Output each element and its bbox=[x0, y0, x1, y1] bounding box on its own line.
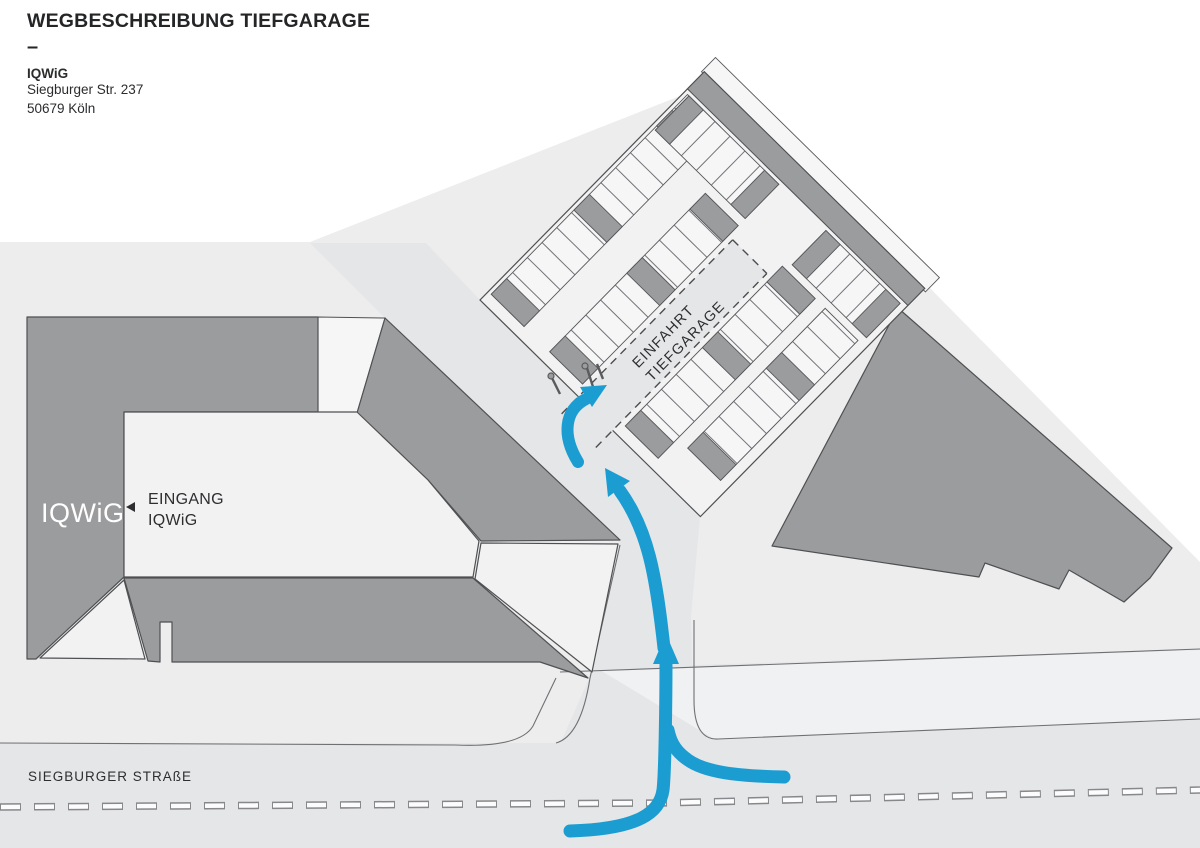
street-label: SIEGBURGER STRAßE bbox=[28, 769, 192, 784]
org-name: IQWiG bbox=[27, 66, 69, 81]
stall-row bbox=[549, 192, 739, 385]
ramp-dashed-end bbox=[732, 239, 768, 274]
parking-lot: EINFAHRT TIEFGARAGE bbox=[479, 56, 941, 518]
address-city: 50679 Köln bbox=[27, 100, 96, 116]
route-arrowhead bbox=[580, 385, 607, 407]
street-top-line bbox=[0, 677, 557, 746]
building-road-wedge bbox=[356, 317, 621, 542]
address-street: Siegburger Str. 237 bbox=[27, 82, 144, 97]
entrance-label: EINGANG IQWiG bbox=[148, 491, 224, 529]
stall-row bbox=[687, 307, 859, 481]
ramp-dashed-edge bbox=[561, 239, 734, 415]
courtyard-corner-triangle bbox=[39, 579, 146, 660]
junction-pocket bbox=[474, 542, 619, 673]
route-arrowhead bbox=[605, 468, 630, 497]
sidewalk-strip bbox=[600, 650, 1200, 739]
ramp-surface bbox=[568, 239, 767, 441]
route-arrow-up-road bbox=[613, 484, 671, 655]
iqwig-building-complex bbox=[26, 316, 621, 679]
courtyard bbox=[123, 411, 480, 578]
corridor-right-line bbox=[693, 620, 1200, 740]
parking-ne-building-band bbox=[686, 71, 926, 307]
stall-column bbox=[654, 95, 780, 220]
page-title: WEGBESCHREIBUNG TIEFGARAGE bbox=[27, 10, 371, 32]
route-arrow-into-garage bbox=[561, 393, 592, 468]
iqwig-logo: IQWiG bbox=[41, 498, 125, 528]
building-south-arm bbox=[123, 577, 589, 679]
right-building bbox=[771, 307, 1173, 603]
title-dash: – bbox=[27, 36, 39, 58]
corridor-left-line bbox=[555, 544, 621, 744]
barrier-icon bbox=[547, 372, 562, 395]
route-arrow-from-right bbox=[661, 723, 791, 784]
entrance-label-line1: EINGANG bbox=[148, 491, 224, 508]
route-arrow-main bbox=[563, 655, 673, 838]
header-block: WEGBESCHREIBUNG TIEFGARAGE – IQWiG Siegb… bbox=[27, 10, 370, 118]
stall-column bbox=[791, 229, 901, 339]
stall-row bbox=[624, 265, 816, 459]
entrance-label-line2: IQWiG bbox=[148, 512, 198, 529]
route-arrows bbox=[561, 385, 791, 838]
entrance-marker-icon bbox=[126, 502, 135, 512]
ramp-dashed-edge bbox=[595, 272, 768, 448]
